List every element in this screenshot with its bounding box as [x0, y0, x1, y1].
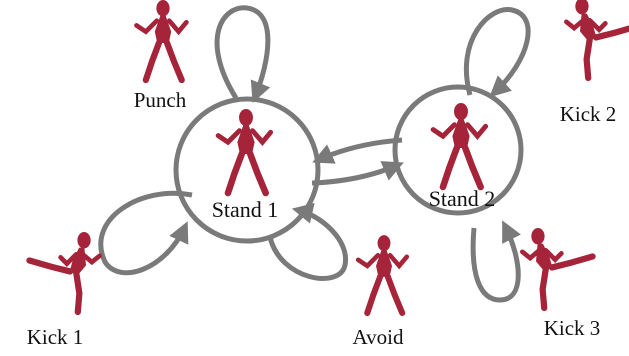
figure-kick1	[29, 232, 99, 312]
label-avoid: Avoid	[353, 325, 404, 349]
loop-avoid	[270, 210, 346, 278]
figure-avoid	[358, 235, 407, 313]
label-kick3: Kick 3	[544, 316, 601, 340]
label-stand1: Stand 1	[212, 197, 279, 222]
figure-stand2	[433, 103, 485, 187]
edge-stand2-to-stand1	[318, 140, 402, 160]
figure-stand1	[218, 109, 270, 193]
loop-punch	[217, 8, 268, 98]
edge-stand1-to-stand2	[312, 165, 398, 183]
figure-kick3	[522, 228, 592, 308]
loop-kick2	[466, 10, 528, 95]
label-stand2: Stand 2	[429, 186, 496, 211]
loop-kick1	[101, 193, 192, 272]
label-kick1: Kick 1	[27, 325, 84, 349]
label-punch: Punch	[134, 88, 187, 112]
figure-kick2	[566, 0, 629, 78]
label-kick2: Kick 2	[560, 102, 617, 126]
loop-kick3	[473, 226, 518, 300]
figure-punch	[136, 0, 186, 80]
